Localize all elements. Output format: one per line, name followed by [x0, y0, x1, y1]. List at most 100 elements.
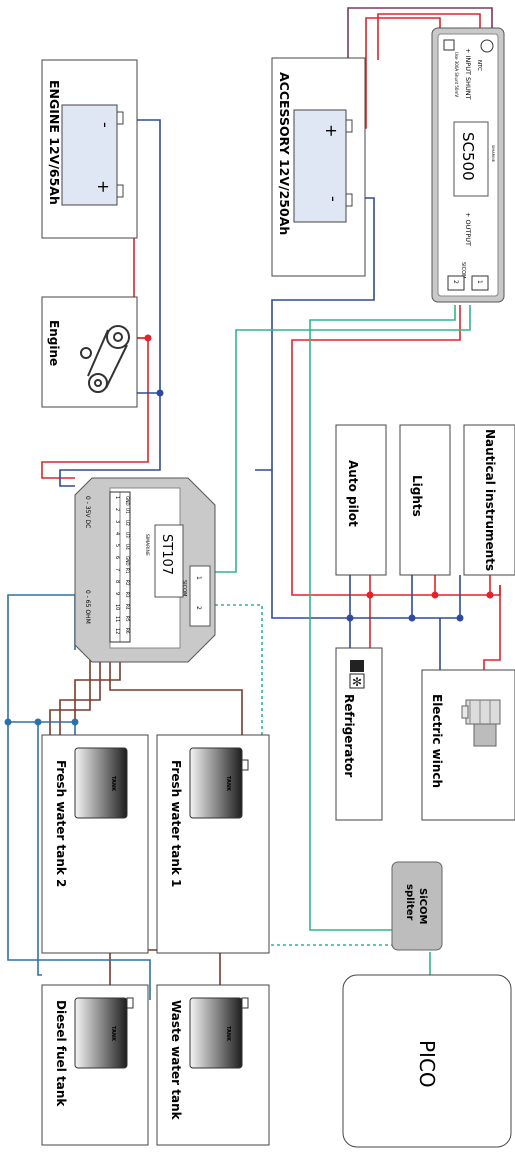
st107-pin-number: 5: [114, 544, 120, 547]
refrigerator-label: Refrigerator: [342, 694, 356, 777]
accessory-battery-label: ACCESSORY 12V/250Ah: [277, 72, 292, 235]
pico-display: PICO: [342, 974, 512, 1148]
st107-pin-number: 9: [114, 592, 120, 595]
st107-pin-name: U4: [125, 544, 130, 550]
nautical-instruments-box: Nautical instruments: [463, 424, 515, 576]
st107-pin-name: U2: [125, 520, 130, 526]
pico-label: PICO: [415, 1040, 439, 1088]
st107-display: [154, 524, 184, 598]
engine-label: Engine: [47, 320, 61, 366]
st107-pin-number: 12: [114, 628, 120, 634]
battery-minus-label: -: [324, 196, 343, 202]
winch-icon: [461, 699, 501, 747]
wire-accessory-negative: [255, 197, 375, 471]
tank-icon: [189, 997, 243, 1069]
tank-icon: [74, 997, 128, 1069]
splitter-line1: SiCOM: [417, 888, 428, 924]
st107-pin-number: 11: [114, 616, 120, 622]
st107-brand-label: SIMARINE: [144, 534, 150, 556]
sc500-device: NTC + INPUT SHUNT Use 300A Shunt 50mV SC…: [431, 27, 505, 303]
shunt-terminal-icon: [443, 39, 455, 51]
engine-battery: - + ENGINE 12V/65Ah: [41, 59, 138, 239]
fresh-water-tank-1-box: TANK Fresh water tank 1: [156, 734, 270, 954]
wire-loads-negative: [271, 470, 460, 619]
autopilot-label: Auto pilot: [346, 460, 360, 527]
st107-port-1-label: 1: [195, 576, 202, 580]
waste-water-tank-box: TANK Waste water tank: [156, 984, 270, 1146]
sc500-input-label: + INPUT SHUNT: [464, 48, 472, 100]
st107-pin-number: 8: [114, 580, 120, 583]
st107-pin-name: U3: [125, 532, 130, 538]
st107-pin-name: R5: [125, 616, 130, 622]
sc500-display: [453, 121, 489, 197]
fresh-water-tank-2-label: Fresh water tank 2: [54, 760, 68, 887]
tank-cap-icon: [126, 997, 134, 1009]
st107-sicom-label: SICOM: [181, 580, 187, 596]
st107-pin-number: 1: [114, 496, 120, 499]
tank-cap-icon: [241, 997, 249, 1009]
waste-water-tank-label: Waste water tank: [169, 1000, 183, 1121]
st107-voltage-range: 0 - 35V DC: [84, 496, 91, 528]
tank-icon: [74, 747, 128, 819]
junction-dot: [4, 718, 12, 726]
sicom-splitter: SiCOM spliter: [391, 861, 443, 951]
tank-cap-icon: [241, 759, 249, 771]
junction-dot: [486, 591, 494, 599]
battery-body: [61, 104, 118, 206]
sc500-ntc-label: NTC: [476, 60, 482, 71]
lights-label: Lights: [410, 475, 424, 517]
svg-text:✻: ✻: [352, 675, 362, 689]
st107-pin-number: 3: [114, 520, 120, 523]
autopilot-box: Auto pilot: [335, 424, 387, 576]
st107-pin-name: R2: [125, 580, 130, 586]
battery-plus-label: +: [94, 180, 113, 193]
sc500-port-2: [447, 275, 465, 291]
tank-icon: [189, 747, 243, 819]
engine-box: Engine: [41, 296, 138, 408]
junction-dot: [456, 614, 464, 622]
refrigerator-box: ✻ Refrigerator: [335, 647, 383, 821]
st107-pin-number: 4: [114, 532, 120, 535]
st107-pin-name: R4: [125, 604, 130, 610]
battery-plus-label: +: [322, 124, 341, 137]
junction-dot: [156, 389, 164, 397]
tank-icon-label: TANK: [225, 776, 231, 792]
sc500-shunt-note: Use 300A Shunt 50mV: [454, 52, 459, 97]
st107-pin-name: GND: [125, 496, 130, 506]
st107-model-label: ST107: [159, 534, 174, 575]
junction-dot: [346, 614, 354, 622]
tank-icon-label: TANK: [110, 1026, 116, 1042]
wire-engine-battery-negative: [59, 119, 161, 487]
fresh-water-tank-1-label: Fresh water tank 1: [169, 760, 183, 887]
tank-icon-label: TANK: [225, 1026, 231, 1042]
lights-box: Lights: [399, 424, 451, 576]
wire-tank-fresh1: [109, 650, 243, 740]
junction-dot: [34, 718, 42, 726]
st107-pin-name: R3: [125, 592, 130, 598]
wire-tank-fresh2: [74, 650, 121, 722]
junction-dot: [71, 718, 79, 726]
junction-dot: [144, 334, 152, 342]
diesel-fuel-tank-box: TANK Diesel fuel tank: [41, 984, 149, 1146]
sc500-sicom-label: SICOM: [460, 262, 466, 278]
st107-pin-number: 6: [114, 556, 120, 559]
electric-winch-box: Electric winch: [421, 669, 515, 821]
wire-tank-ground-3: [37, 722, 42, 976]
snowflake-icon: [349, 673, 365, 689]
accessory-battery: + - ACCESSORY 12V/250Ah: [271, 57, 366, 277]
splitter-line2: spliter: [404, 884, 415, 921]
junction-dot: [431, 591, 439, 599]
fresh-water-tank-2-box: TANK Fresh water tank 2: [41, 734, 149, 954]
wire-sicom-sc500: [215, 305, 471, 573]
wire-sc500-input-red: [377, 13, 481, 60]
engine-battery-label: ENGINE 12V/65Ah: [47, 80, 62, 205]
ntc-terminal-icon: [480, 39, 494, 53]
refrigerator-icon: [350, 660, 364, 672]
sc500-port-1: [471, 275, 489, 291]
wire-sicom-splitter: [309, 305, 456, 931]
tank-icon-label: TANK: [110, 776, 116, 792]
sc500-port-2-label: 2: [452, 280, 459, 284]
junction-dot: [408, 614, 416, 622]
junction-dot: [366, 591, 374, 599]
st107-pin-name: U1: [125, 508, 130, 514]
